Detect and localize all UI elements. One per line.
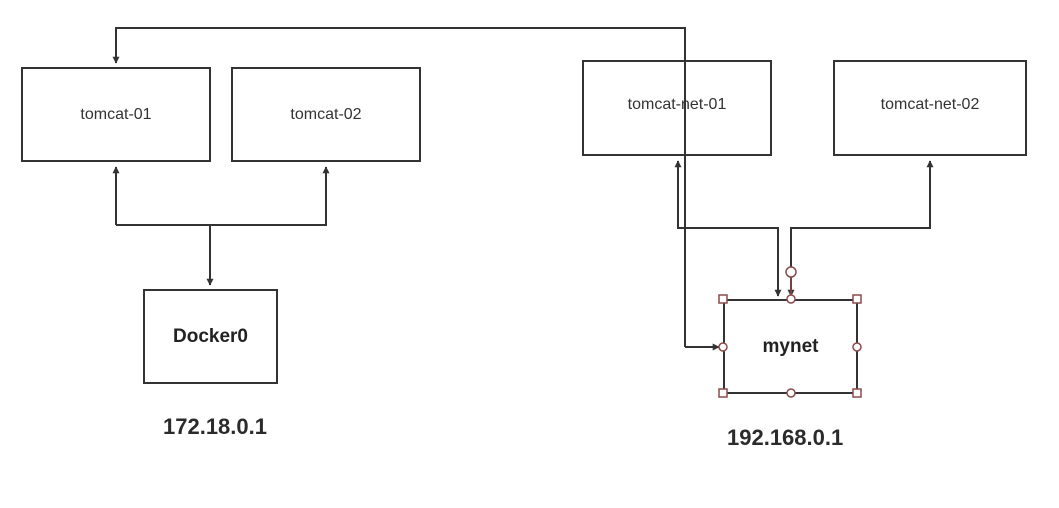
mynet-ip: 192.168.0.1 xyxy=(727,425,844,450)
tomcat-02-box[interactable]: tomcat-02 xyxy=(231,67,421,162)
mynet-label: mynet xyxy=(762,335,819,357)
tomcat-01-box[interactable]: tomcat-01 xyxy=(21,67,211,162)
tomcat-net-01-label: tomcat-net-01 xyxy=(627,96,727,113)
edge-docker0-tomcat-02 xyxy=(116,166,330,226)
tomcat-net-02-label: tomcat-net-02 xyxy=(880,96,980,113)
edge-mynet-tomcat-net-02 xyxy=(787,160,934,297)
tomcat-02-label: tomcat-02 xyxy=(290,105,362,123)
tomcat-01-label: tomcat-01 xyxy=(80,105,152,123)
tomcat-net-02-box[interactable]: tomcat-net-02 xyxy=(833,60,1027,156)
edge-mynet-tomcat-net-01 xyxy=(674,160,782,297)
mynet-box[interactable]: mynet xyxy=(723,299,858,394)
docker0-label: Docker0 xyxy=(173,325,248,347)
docker0-box[interactable]: Docker0 xyxy=(143,289,278,384)
docker0-links xyxy=(112,166,330,286)
tomcat-net-01-box[interactable]: tomcat-net-01 xyxy=(582,60,772,156)
docker0-ip: 172.18.0.1 xyxy=(163,414,267,439)
